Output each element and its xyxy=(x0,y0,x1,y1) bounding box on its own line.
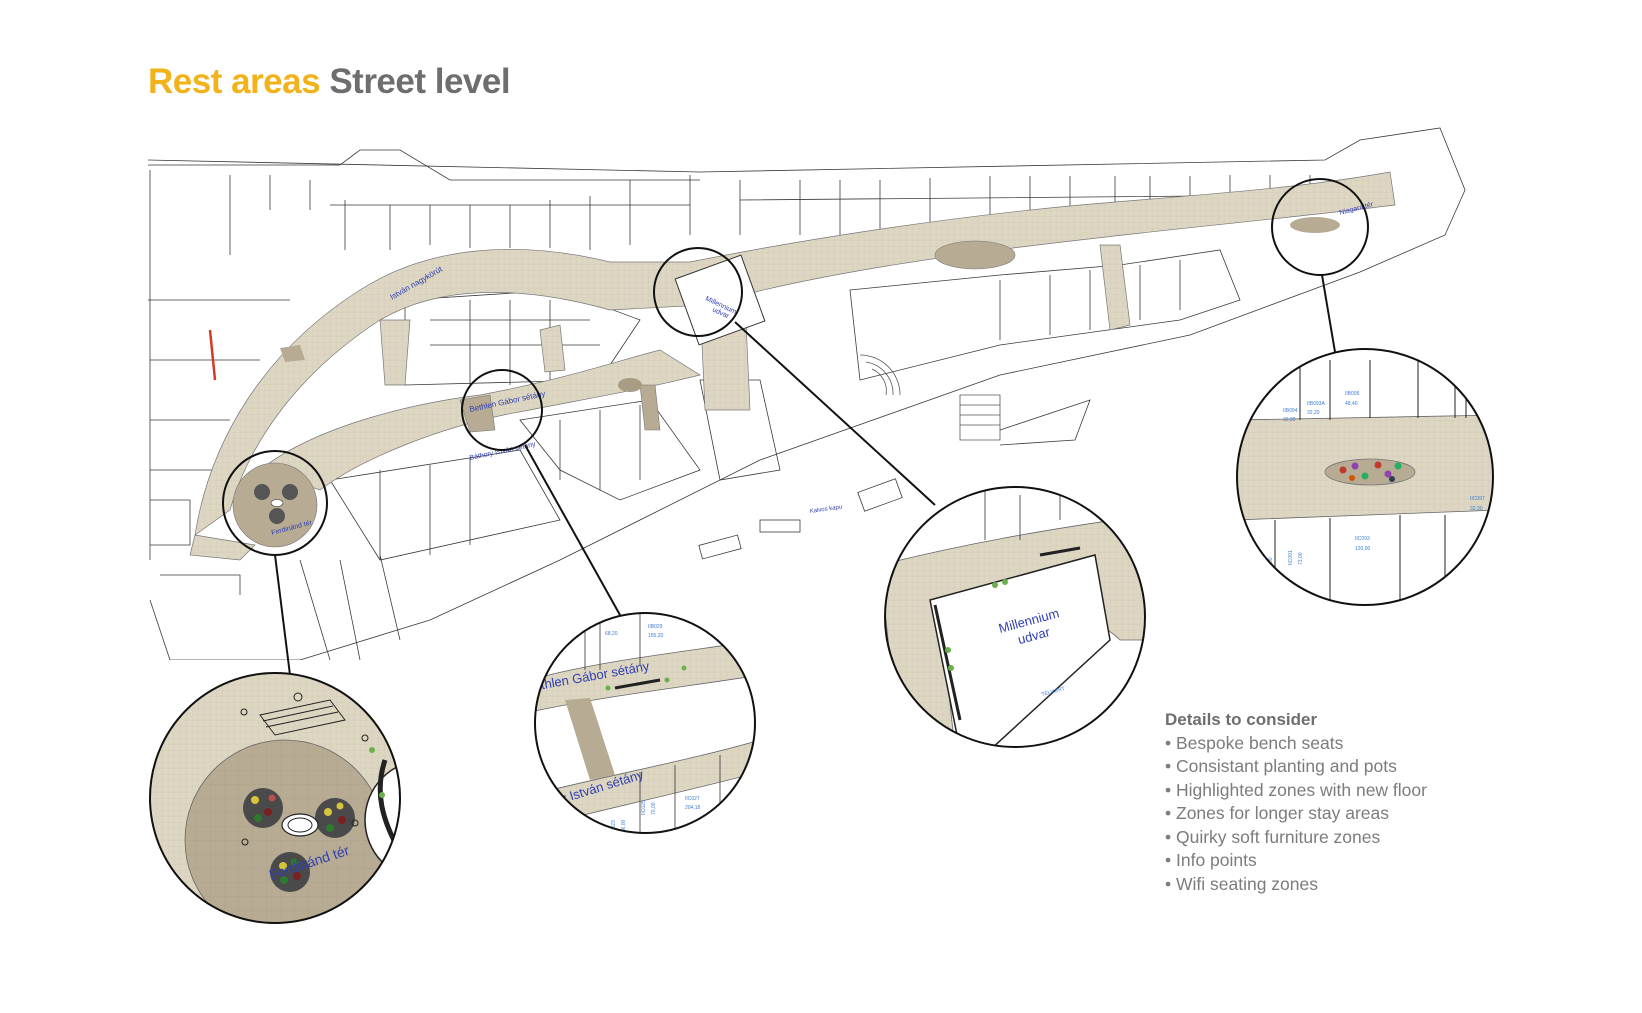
details-list: Bespoke bench seats Consistant planting … xyxy=(1165,732,1525,897)
zoom-unit-iib093a-area: 32,20 xyxy=(1307,410,1320,416)
zoom-unit-iib094-area: 33,90 xyxy=(1283,417,1296,423)
zoom-unit-68: 68,20 xyxy=(605,631,618,637)
zoom-unit-iib093a: IIB093A xyxy=(1307,401,1325,407)
details-item: Quirky soft furniture zones xyxy=(1165,826,1525,850)
zoom-unit-iic091-area: 73,00 xyxy=(1298,552,1304,565)
zoom-unit-iib029: IIB029 xyxy=(648,624,663,630)
zoom-unit-iic023: IIC023 xyxy=(611,820,617,835)
zoom-unit-iib095: IIB095 xyxy=(1345,391,1360,397)
title-accent: Rest areas xyxy=(148,62,321,101)
walkway xyxy=(189,171,1396,561)
zoom-unit-iic097-area: 32,30 xyxy=(1470,506,1483,512)
zoom-unit-iic089: IIC089 xyxy=(1258,555,1264,570)
details-item: Consistant planting and pots xyxy=(1165,755,1525,779)
details-item: Zones for longer stay areas xyxy=(1165,802,1525,826)
details-item: Info points xyxy=(1165,849,1525,873)
label-bathory: Báthory István sétány xyxy=(469,441,537,462)
zoom-unit-iic097: IIC097 xyxy=(1470,496,1485,502)
zoom-unit-iic093: IIC093 xyxy=(1355,536,1370,542)
zoom-unit-iic091: IIC091 xyxy=(1288,550,1294,565)
details-heading: Details to consider xyxy=(1165,710,1318,729)
title-main: Street level xyxy=(329,62,511,101)
zoom-unit-iib095-area: 48,40 xyxy=(1345,401,1358,407)
zoom-unit-iib094: IIB094 xyxy=(1283,408,1298,414)
leader-lines xyxy=(274,274,1336,676)
zoom-unit-iic025: IIC025 xyxy=(641,800,647,815)
details-item: Highlighted zones with new floor xyxy=(1165,779,1525,803)
details-panel: Details to consider Bespoke bench seats … xyxy=(1165,708,1525,896)
zoom-unit-iic027: IIC027 xyxy=(685,796,700,802)
details-item: Bespoke bench seats xyxy=(1165,732,1525,756)
zoom-unit-iic093-area: 120,00 xyxy=(1355,546,1371,552)
label-kalvos: Kalvos kapu xyxy=(809,504,842,514)
zoom-niagara: IIB095 48,40 IIB094 33,90 IIB093A 32,20 … xyxy=(1236,348,1494,606)
details-item: Wifi seating zones xyxy=(1165,873,1525,897)
zoom-ferdinand: Ferdinánd tér xyxy=(149,672,401,924)
page-title: Rest areas Street level xyxy=(148,62,511,102)
zoom-millennium: Millennium udvar TÉLIKERT xyxy=(884,486,1146,748)
zoom-unit-iic027-area: 204,18 xyxy=(685,805,701,811)
zoom-bethlen: 68,20 IIB029 155,20 IIC025 70,00 IIC023 … xyxy=(534,612,756,835)
zoom-unit-iic023-area: 156,00 xyxy=(621,819,627,835)
zoom-unit-iic025-area: 70,00 xyxy=(651,802,657,815)
zoom-unit-iib029-area: 155,20 xyxy=(648,633,664,639)
